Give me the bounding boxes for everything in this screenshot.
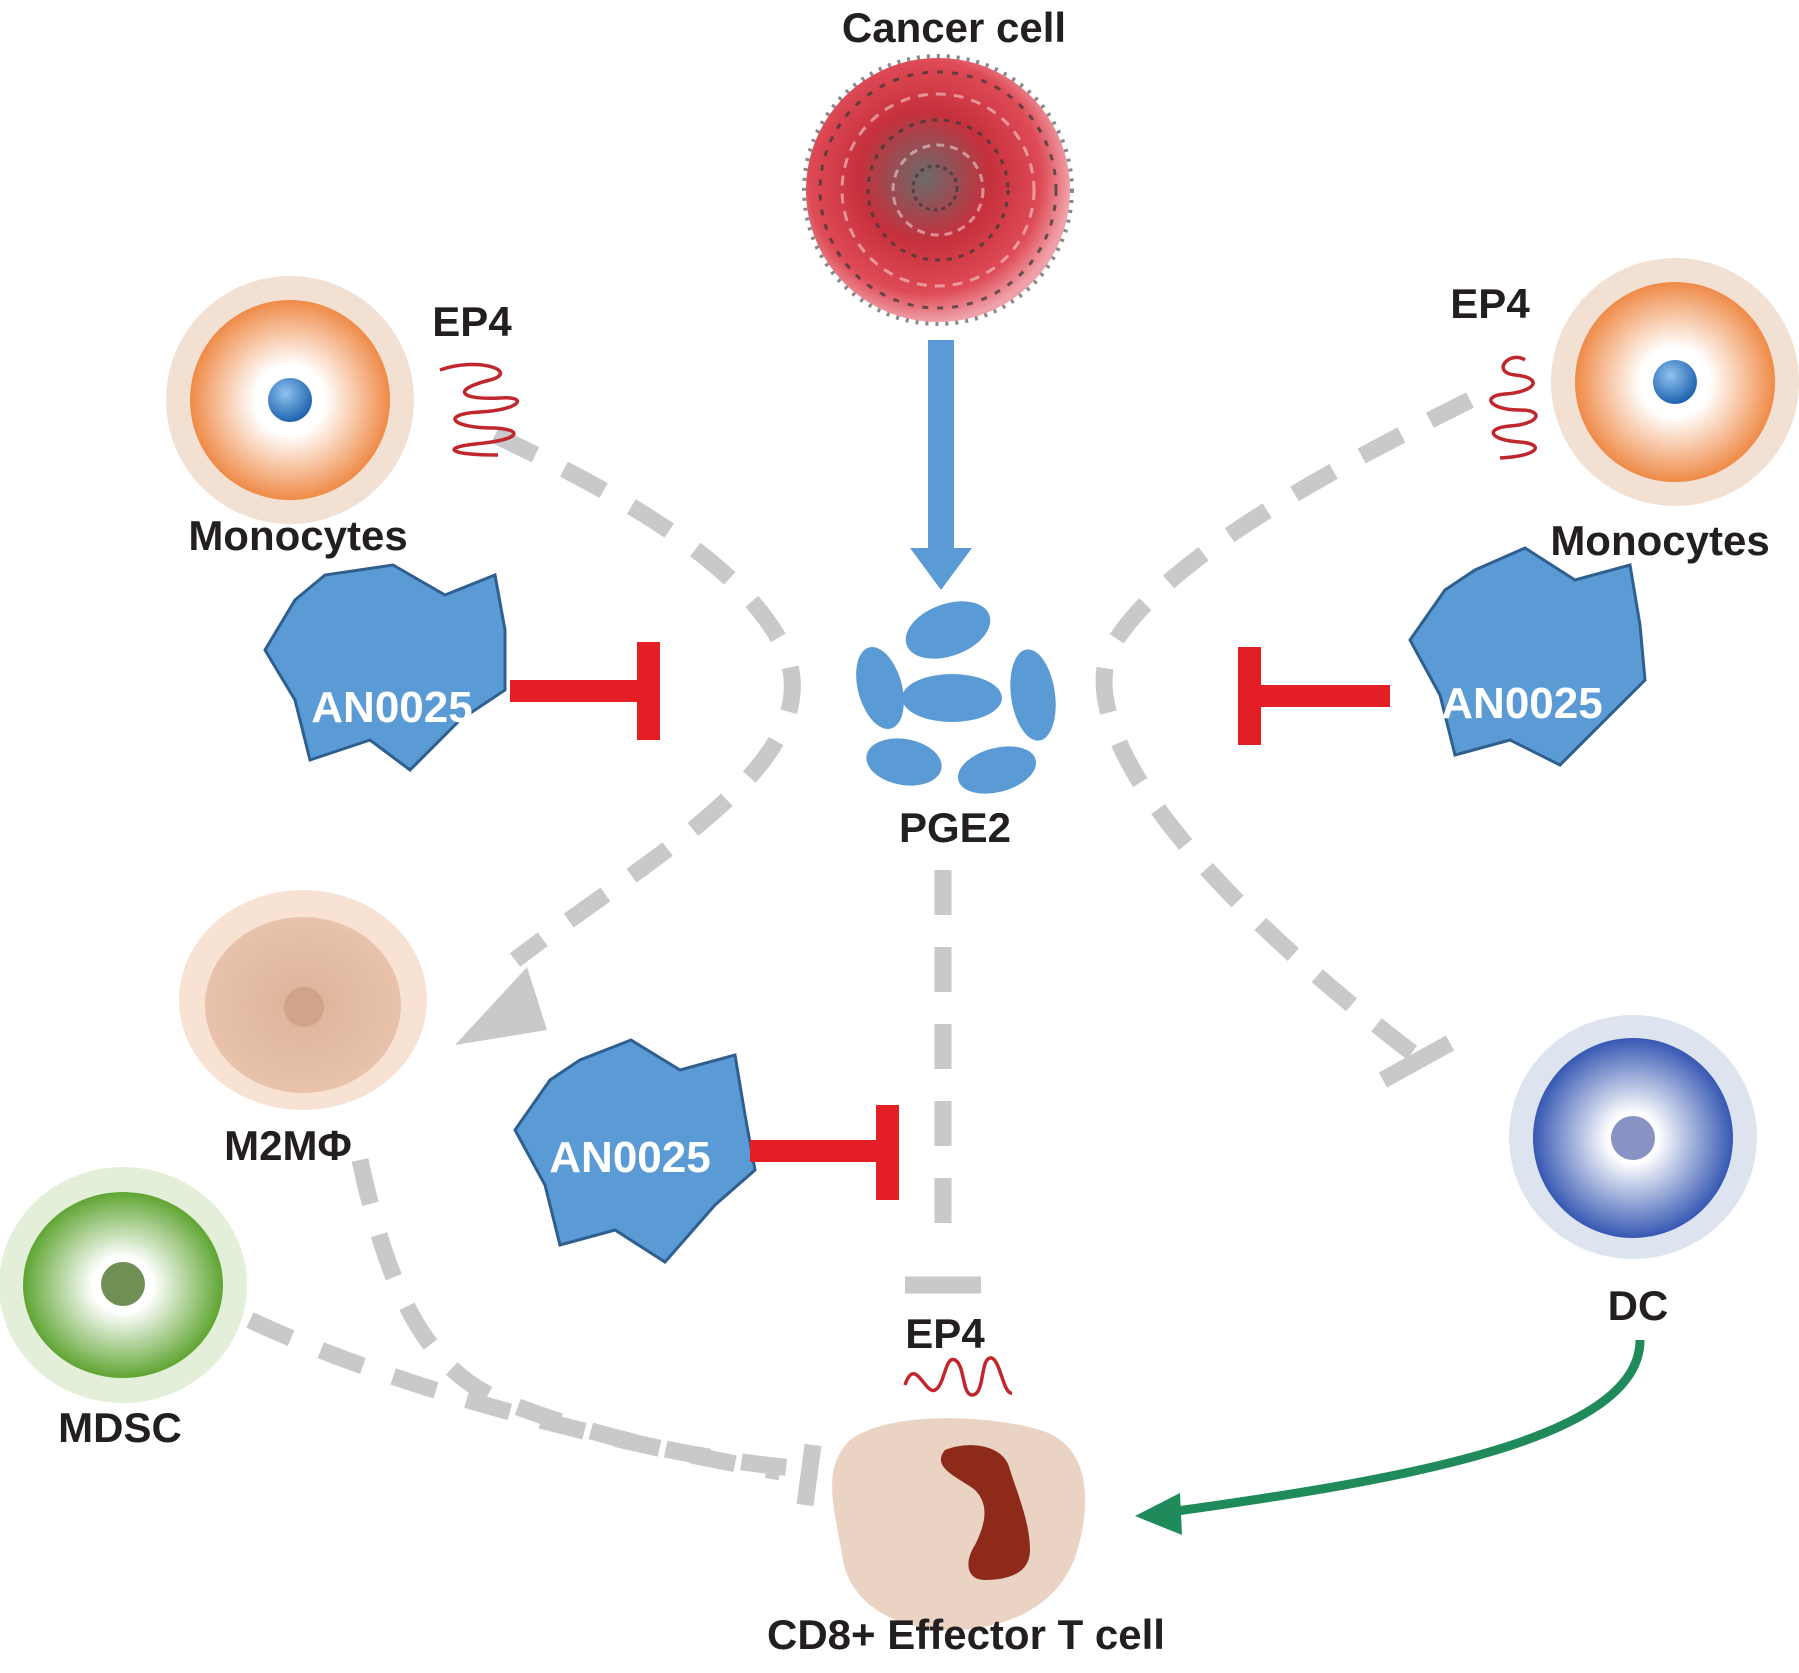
drug-star-icon-bottom [513, 1038, 757, 1264]
drug-star-icon-right [1408, 546, 1647, 767]
red-inhibition-bottom [750, 1105, 899, 1200]
ep4-label-tcell: EP4 [905, 1310, 985, 1357]
monocytes-label-right: Monocytes [1550, 517, 1769, 564]
ep4-receptor-icon-left [439, 362, 520, 457]
drug-label-left: AN0025 [311, 683, 472, 732]
cancer-cell-icon [802, 54, 1074, 326]
drug-star-icon-left [263, 563, 507, 772]
monocyte-cell-icon-left [166, 276, 414, 524]
tbar-dc [1378, 1035, 1455, 1088]
dc-to-tcell-arrow [1135, 1339, 1645, 1535]
ep4-receptor-icon-right [1489, 355, 1538, 460]
monocytes-label-left: Monocytes [188, 512, 407, 559]
ep4-label-left: EP4 [432, 298, 512, 345]
cancer-cell-label: Cancer cell [842, 4, 1066, 51]
ep4-label-right: EP4 [1450, 280, 1530, 327]
m2-macrophage-label: M2MΦ [224, 1122, 352, 1169]
path-monocyte-left-to-m2 [491, 427, 801, 967]
path-m2-to-tcell [351, 1158, 816, 1479]
cancer-to-pge2-arrow [910, 340, 972, 590]
macrophage-cell-icon [179, 890, 427, 1110]
red-inhibition-left [510, 642, 660, 740]
drug-label-bottom: AN0025 [549, 1133, 710, 1182]
gray-inhibition-bars [796, 1035, 1455, 1507]
mdsc-label: MDSC [58, 1404, 182, 1451]
path-monocyte-right-to-dc [1095, 392, 1474, 1062]
drug-label-right: AN0025 [1441, 679, 1602, 728]
arrowhead-to-m2 [455, 967, 547, 1045]
pge2-molecules-icon [856, 601, 1056, 794]
ep4-receptor-icon-tcell [903, 1356, 1013, 1397]
monocyte-cell-icon-right [1551, 258, 1799, 506]
path-mdsc-to-tcell [246, 1312, 782, 1481]
cd8-t-cell-label: CD8+ Effector T cell [767, 1611, 1165, 1658]
dc-label: DC [1608, 1282, 1669, 1329]
t-cell-icon [832, 1418, 1086, 1631]
dendritic-cell-icon [1509, 1015, 1757, 1259]
mdsc-cell-icon [0, 1167, 247, 1403]
red-inhibition-right [1238, 647, 1390, 745]
tbar-tcell-left [796, 1443, 822, 1507]
pge2-label: PGE2 [899, 804, 1011, 851]
dashed-pathways [246, 392, 1474, 1481]
